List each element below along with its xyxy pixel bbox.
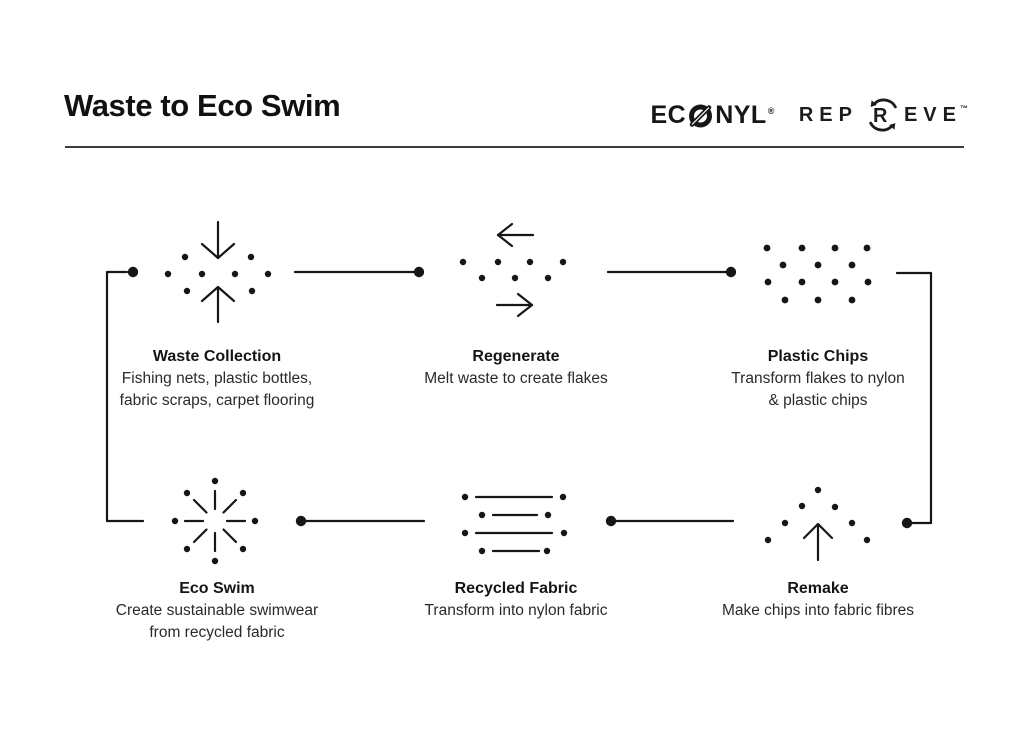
node-desc-line: & plastic chips	[768, 392, 868, 409]
brand-logos: EC NYL ® REP R EVE ™	[650, 96, 968, 134]
econyl-infinity-o-icon	[689, 104, 713, 127]
connector-regenerate-to-chips	[606, 266, 737, 278]
econyl-registered-mark: ®	[767, 106, 775, 116]
connector-chips-to-remake	[895, 271, 933, 529]
node-title: Remake	[787, 580, 849, 597]
node-desc-line: Fishing nets, plastic bottles,	[121, 370, 313, 387]
node-waste-collection: Waste Collection Fishing nets, plastic b…	[77, 346, 357, 412]
econyl-logo: EC NYL ®	[650, 101, 774, 130]
node-title: Plastic Chips	[767, 348, 869, 365]
node-recycled-fabric: Recycled Fabric Transform into nylon fab…	[376, 578, 656, 622]
repreve-emblem-letter: R	[873, 105, 893, 127]
node-plastic-chips: Plastic Chips Transform flakes to nylon …	[678, 346, 958, 412]
repreve-logo-text-left: REP	[798, 103, 858, 126]
node-desc-line: fabric scraps, carpet flooring	[119, 392, 315, 409]
up-arrow-dots-icon	[764, 486, 871, 562]
connector-remake-to-fabric	[605, 515, 735, 527]
node-remake: Remake Make chips into fabric fibres	[678, 578, 958, 622]
node-desc-line: Melt waste to create flakes	[424, 370, 608, 387]
page-title: Waste to Eco Swim	[64, 88, 341, 123]
dots-grid-icon	[763, 244, 872, 304]
header-divider	[65, 146, 964, 148]
econyl-logo-text-left: EC	[650, 100, 687, 129]
node-eco-swim: Eco Swim Create sustainable swimwear fro…	[77, 578, 357, 644]
node-desc-line: Transform flakes to nylon	[731, 370, 905, 387]
node-regenerate: Regenerate Melt waste to create flakes	[376, 346, 656, 390]
node-title: Eco Swim	[179, 580, 255, 597]
connector-waste-to-regenerate	[293, 266, 425, 278]
repreve-trademark: ™	[960, 103, 968, 113]
connector-fabric-to-ecoswim	[295, 515, 426, 527]
node-desc-line: Transform into nylon fabric	[424, 602, 608, 619]
econyl-logo-text-right: NYL	[715, 100, 767, 129]
node-desc-line: Create sustainable swimwear	[115, 602, 319, 619]
repreve-logo: REP R EVE ™	[799, 96, 968, 134]
node-title: Regenerate	[472, 348, 560, 365]
fabric-lines-icon	[461, 493, 568, 555]
repreve-logo-text-right: EVE	[903, 103, 962, 126]
node-title: Waste Collection	[152, 348, 282, 365]
node-desc-line: from recycled fabric	[149, 624, 285, 641]
node-title: Recycled Fabric	[454, 580, 578, 597]
recycle-arrows-dots-icon	[459, 222, 567, 318]
connector-ecoswim-to-waste	[105, 266, 145, 523]
starburst-icon	[171, 477, 259, 565]
converging-arrows-dots-icon	[164, 220, 272, 324]
node-desc-line: Make chips into fabric fibres	[721, 602, 915, 619]
repreve-circular-r-icon: R	[869, 98, 897, 132]
